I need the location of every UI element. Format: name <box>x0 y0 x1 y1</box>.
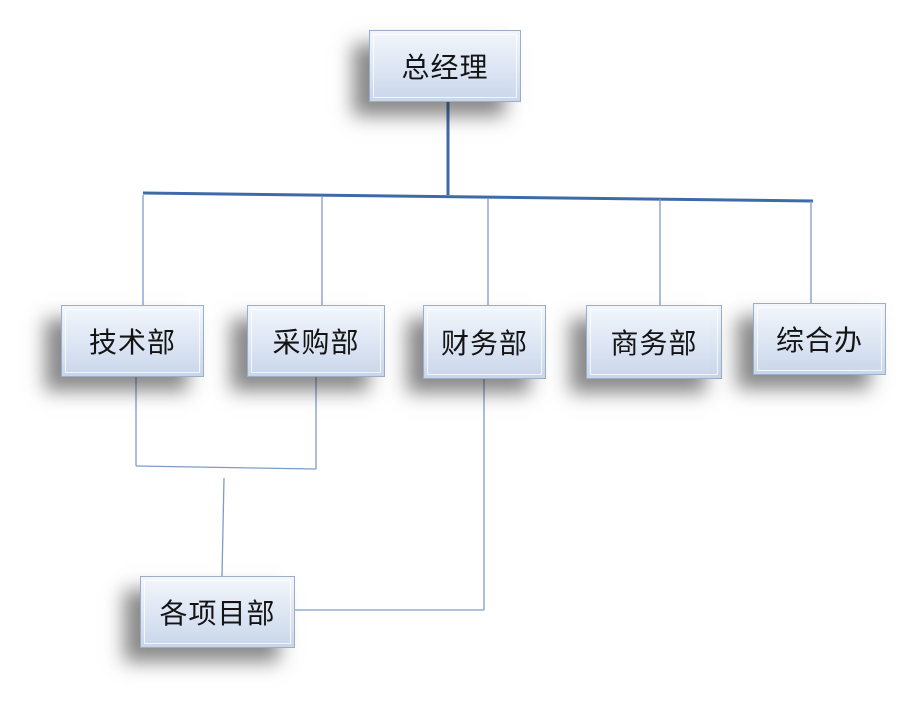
connector-main-bus <box>142 191 814 203</box>
node-purchasing-dept-label: 采购部 <box>272 326 360 359</box>
node-purchasing-dept: 采购部 <box>247 305 385 377</box>
node-project-depts-label: 各项目部 <box>159 597 276 630</box>
node-technical-dept-label: 技术部 <box>88 326 176 359</box>
node-finance-dept: 财务部 <box>423 305 546 379</box>
node-general-office-label: 综合办 <box>775 324 863 357</box>
node-finance-dept-label: 财务部 <box>440 327 528 360</box>
node-general-manager-label: 总经理 <box>401 51 489 84</box>
node-technical-dept: 技术部 <box>61 305 204 377</box>
connector-join-to-projects <box>221 477 225 577</box>
node-general-manager: 总经理 <box>369 30 521 102</box>
connector-tech-purchasing-join <box>135 465 317 470</box>
node-project-depts: 各项目部 <box>140 576 295 648</box>
node-commerce-dept: 商务部 <box>586 305 722 379</box>
node-general-office: 综合办 <box>753 303 886 375</box>
node-commerce-dept-label: 商务部 <box>610 327 698 360</box>
